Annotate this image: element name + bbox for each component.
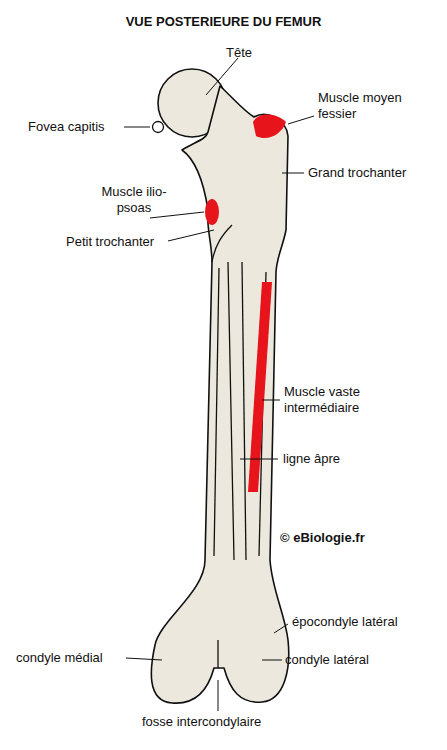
vastus-intermedius-origin bbox=[248, 282, 272, 492]
leader-line bbox=[262, 660, 282, 661]
shaft-line bbox=[214, 268, 219, 556]
leader-line bbox=[288, 116, 314, 124]
muscle-label: Muscle moyen fessier bbox=[318, 90, 413, 122]
muscle-label: Muscle vaste intermédiaire bbox=[284, 384, 434, 416]
linea-aspera bbox=[242, 262, 246, 560]
leader-line bbox=[124, 127, 150, 128]
leader-line bbox=[282, 173, 304, 174]
part-label: Grand trochanter bbox=[308, 165, 406, 181]
part-label: Petit trochanter bbox=[66, 234, 154, 250]
part-label: Tête bbox=[226, 45, 252, 61]
leader-line bbox=[168, 230, 214, 241]
muscle-label: Muscle ilio-psoas bbox=[94, 184, 174, 216]
iliopsoas-insertion bbox=[205, 199, 219, 225]
fovea-mark bbox=[153, 122, 164, 133]
part-label: condyle latéral bbox=[285, 652, 369, 668]
diagram-title: VUE POSTERIEURE DU FEMUR bbox=[0, 14, 447, 30]
watermark: © eBiologie.fr bbox=[280, 530, 365, 546]
femur-body bbox=[151, 86, 288, 703]
part-label: fosse intercondylaire bbox=[142, 714, 261, 730]
linea-aspera bbox=[228, 262, 234, 560]
intercondylar-notch bbox=[217, 640, 218, 668]
leader-line bbox=[240, 459, 278, 460]
leader-line bbox=[218, 680, 219, 711]
leader-line bbox=[274, 624, 288, 633]
part-label: ligne âpre bbox=[283, 451, 340, 467]
leader-line bbox=[262, 400, 280, 401]
part-label: condyle médial bbox=[16, 650, 103, 666]
leader-line bbox=[126, 658, 162, 660]
trochanter-line bbox=[212, 225, 232, 262]
part-label: épocondyle latéral bbox=[292, 614, 398, 630]
leader-line bbox=[206, 58, 238, 95]
leader-line bbox=[150, 212, 204, 218]
part-label: Fovea capitis bbox=[28, 119, 105, 135]
gluteus-medius-insertion bbox=[253, 115, 286, 139]
